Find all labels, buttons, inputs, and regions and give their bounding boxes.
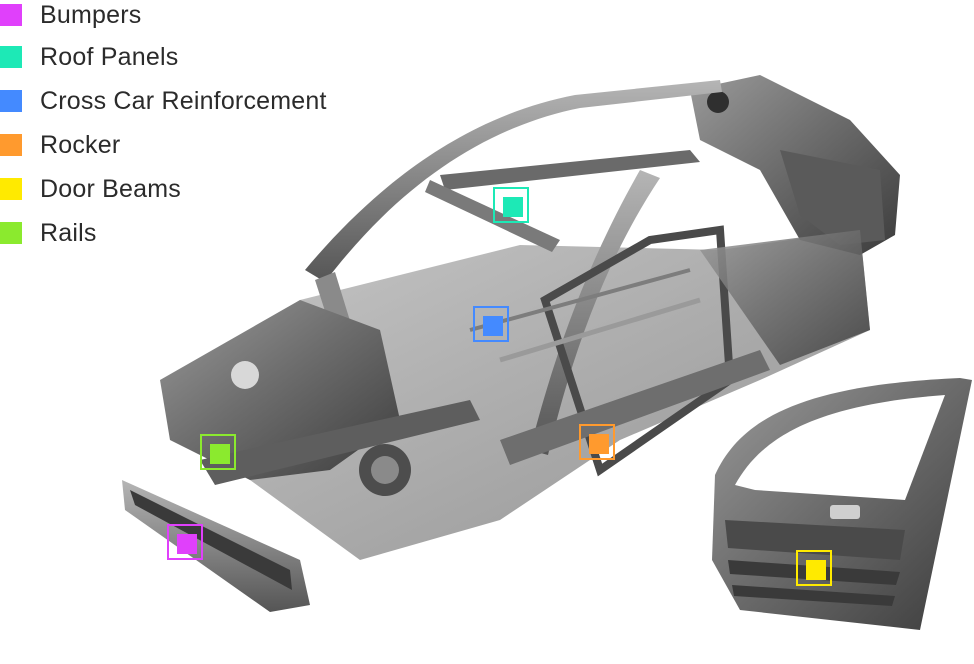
legend-label: Bumpers	[40, 0, 142, 29]
legend-swatch	[0, 46, 22, 68]
legend-swatch	[0, 178, 22, 200]
legend-item-cross-car-reinforcement: Cross Car Reinforcement	[0, 86, 327, 116]
legend-label: Rocker	[40, 130, 121, 159]
marker-rocker[interactable]	[579, 424, 615, 460]
marker-roof-panels[interactable]	[493, 187, 529, 223]
legend-label: Rails	[40, 218, 97, 247]
door-frame-image	[712, 378, 972, 630]
legend-item-roof-panels: Roof Panels	[0, 42, 178, 72]
legend-item-door-beams: Door Beams	[0, 174, 181, 204]
legend-swatch	[0, 134, 22, 156]
legend-item-rocker: Rocker	[0, 130, 120, 160]
marker-fill	[503, 197, 523, 217]
marker-fill	[177, 534, 197, 554]
legend-swatch	[0, 90, 22, 112]
marker-fill	[483, 316, 503, 336]
legend-label: Door Beams	[40, 174, 181, 203]
marker-bumpers[interactable]	[167, 524, 203, 560]
legend-label: Cross Car Reinforcement	[40, 86, 327, 115]
legend-item-bumpers: Bumpers	[0, 0, 141, 30]
marker-fill	[210, 444, 230, 464]
marker-door-beams[interactable]	[796, 550, 832, 586]
marker-cross-car-reinforcement[interactable]	[473, 306, 509, 342]
car-body-frame-image	[122, 75, 900, 612]
marker-rails[interactable]	[200, 434, 236, 470]
marker-fill	[806, 560, 826, 580]
legend-label: Roof Panels	[40, 42, 179, 71]
legend: Bumpers Roof Panels Cross Car Reinforcem…	[0, 0, 360, 250]
marker-fill	[589, 434, 609, 454]
legend-swatch	[0, 222, 22, 244]
legend-item-rails: Rails	[0, 218, 97, 248]
legend-swatch	[0, 4, 22, 26]
